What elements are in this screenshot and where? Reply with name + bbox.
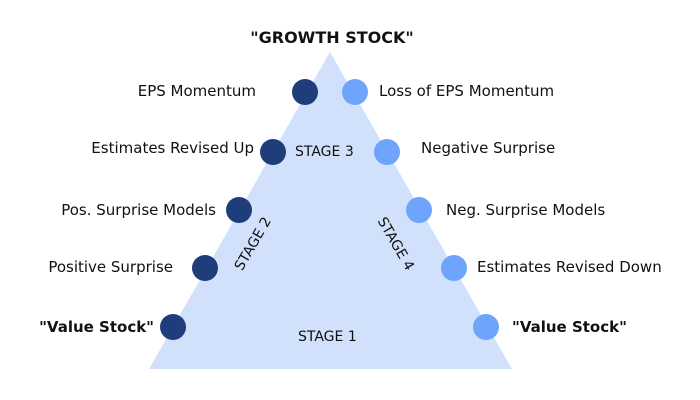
right-label-estimates-revised-down: Estimates Revised Down xyxy=(477,258,662,276)
left-dot-3 xyxy=(226,197,252,223)
left-dot-1 xyxy=(292,79,318,105)
right-label-value-stock: "Value Stock" xyxy=(512,318,627,336)
left-label-positive-surprise: Positive Surprise xyxy=(48,258,173,276)
stage-1-label: STAGE 1 xyxy=(298,329,357,345)
left-dot-2 xyxy=(260,139,286,165)
right-dot-1 xyxy=(342,79,368,105)
right-dot-4 xyxy=(441,255,467,281)
left-dot-4 xyxy=(192,255,218,281)
right-dot-3 xyxy=(406,197,432,223)
left-label-value-stock: "Value Stock" xyxy=(39,318,154,336)
left-label-estimates-revised-up: Estimates Revised Up xyxy=(91,139,254,157)
left-label-eps-momentum: EPS Momentum xyxy=(137,82,256,100)
growth-stock-title: "GROWTH STOCK" xyxy=(250,28,414,47)
right-dot-2 xyxy=(374,139,400,165)
right-label-loss-of-eps-momentum: Loss of EPS Momentum xyxy=(379,82,555,100)
stage-triangle xyxy=(149,52,512,369)
right-label-neg-surprise-models: Neg. Surprise Models xyxy=(446,201,606,219)
right-label-negative-surprise: Negative Surprise xyxy=(421,139,556,157)
stage-3-label: STAGE 3 xyxy=(295,144,354,160)
right-dot-5 xyxy=(473,314,499,340)
left-label-pos-surprise-models: Pos. Surprise Models xyxy=(61,201,216,219)
left-dot-5 xyxy=(160,314,186,340)
